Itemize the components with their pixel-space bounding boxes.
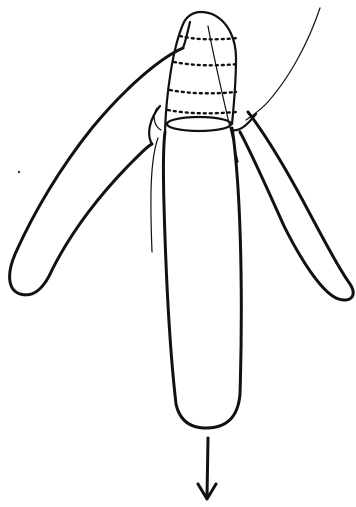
right-arm-outline xyxy=(240,112,353,300)
pull-arrow-shaft xyxy=(207,438,208,498)
left-bump-inner xyxy=(154,108,161,130)
tip-outline-right xyxy=(212,14,236,124)
left-thin-strand xyxy=(151,138,158,252)
dotted-wrap-ring-3 xyxy=(170,90,236,93)
left-arm-outline xyxy=(10,48,183,295)
stray-dot xyxy=(18,171,20,173)
central-loop-outline xyxy=(163,128,241,428)
dotted-wrap-ring-2 xyxy=(174,62,238,65)
top-right-thin-line xyxy=(246,8,320,120)
tip-tail xyxy=(183,22,190,48)
central-loop-opening xyxy=(167,117,231,131)
dotted-wrap-ring-1 xyxy=(180,36,238,39)
